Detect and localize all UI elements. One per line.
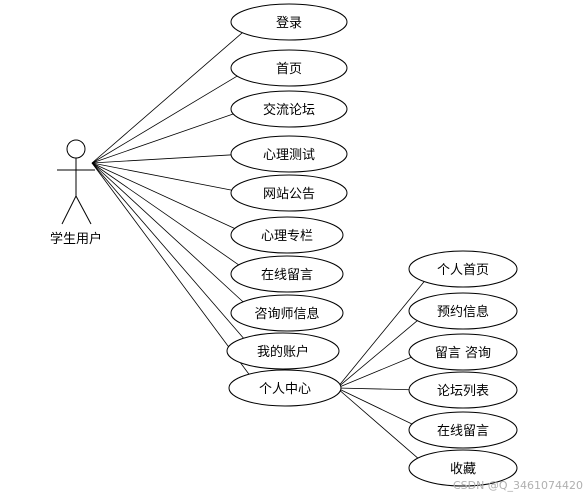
use-case-label: 网站公告: [263, 187, 315, 202]
association-personal-center-booking-info: [336, 319, 419, 389]
use-case-label: 在线留言: [261, 268, 313, 283]
association-actor-site-notice: [91, 162, 233, 191]
use-case-ellipse: [230, 135, 348, 173]
use-case-psych-test: 心理测试: [230, 135, 348, 173]
association-personal-center-message-consult: [336, 356, 413, 389]
association-personal-center-forum-list: [336, 387, 411, 391]
use-case-label: 预约信息: [437, 304, 489, 320]
watermark: CSDN @Q_3461074420: [453, 479, 583, 492]
use-case-ellipse: [230, 216, 344, 254]
use-case-home: 首页: [230, 49, 348, 87]
use-case-my-account: 我的账户: [226, 332, 340, 370]
use-case-label: 收藏: [450, 462, 476, 477]
association-personal-center-personal-home: [336, 280, 425, 389]
use-case-ellipse: [230, 90, 348, 128]
use-case-ellipse: [408, 292, 518, 330]
association-lines: [91, 31, 425, 459]
use-case-forum: 交流论坛: [230, 90, 348, 128]
association-actor-psych-column: [91, 162, 236, 230]
use-case-online-message-2: 在线留言: [408, 411, 518, 449]
use-case-ellipse: [230, 294, 344, 332]
use-case-personal-home: 个人首页: [408, 250, 518, 288]
use-case-label: 首页: [276, 62, 302, 77]
use-case-login: 登录: [230, 3, 348, 41]
use-case-counselor-info: 咨询师信息: [230, 294, 344, 332]
use-case-personal-center: 个人中心: [228, 369, 342, 407]
actor-student-user: 学生用户: [50, 139, 102, 247]
use-case-ellipse: [226, 332, 340, 370]
use-case-label: 个人首页: [437, 263, 489, 278]
use-case-label: 我的账户: [257, 344, 309, 360]
use-case-online-message: 在线留言: [230, 255, 344, 293]
use-case-ellipse: [230, 174, 348, 212]
use-case-label: 咨询师信息: [254, 306, 319, 322]
use-case-label: 在线留言: [437, 424, 489, 439]
use-case-message-consult: 留言 咨询: [408, 333, 518, 371]
use-case-booking-info: 预约信息: [408, 292, 518, 330]
association-actor-psych-test: [91, 154, 233, 164]
use-case-site-notice: 网站公告: [230, 174, 348, 212]
use-case-label: 登录: [276, 16, 302, 31]
association-personal-center-online-message-2: [336, 387, 413, 425]
use-case-psych-column: 心理专栏: [230, 216, 344, 254]
use-case-ellipse: [230, 3, 348, 41]
association-personal-center-favorites: [336, 387, 419, 459]
use-case-ellipse: [408, 411, 518, 449]
use-case-favorites: 收藏: [408, 449, 518, 487]
use-case-label: 心理专栏: [261, 229, 313, 244]
use-case-ellipse: [408, 333, 518, 371]
use-case-label: 心理测试: [263, 148, 315, 163]
use-case-ellipse: [408, 250, 518, 288]
association-actor-forum: [91, 113, 235, 164]
use-case-ellipse: [408, 449, 518, 487]
association-actor-home: [91, 75, 239, 164]
use-case-label: 个人中心: [259, 382, 311, 397]
association-actor-personal-center: [91, 162, 250, 375]
use-case-ellipse: [408, 371, 518, 409]
association-actor-login: [91, 31, 244, 164]
actor-label: 学生用户: [50, 231, 102, 247]
use-case-ellipse: [230, 255, 344, 293]
association-actor-online-message: [91, 162, 240, 266]
use-case-label: 论坛列表: [437, 384, 489, 399]
association-actor-my-account: [91, 162, 245, 339]
use-case-label: 交流论坛: [263, 102, 315, 118]
use-case-forum-list: 论坛列表: [408, 371, 518, 409]
stick-figure-actor-icon: [57, 139, 95, 225]
association-actor-counselor-info: [91, 162, 244, 303]
use-case-ellipse: [228, 369, 342, 407]
use-case-label: 留言 咨询: [435, 346, 491, 361]
use-case-ellipse: [230, 49, 348, 87]
use-cases: 登录首页交流论坛心理测试网站公告心理专栏在线留言咨询师信息我的账户个人中心个人首…: [226, 3, 518, 487]
